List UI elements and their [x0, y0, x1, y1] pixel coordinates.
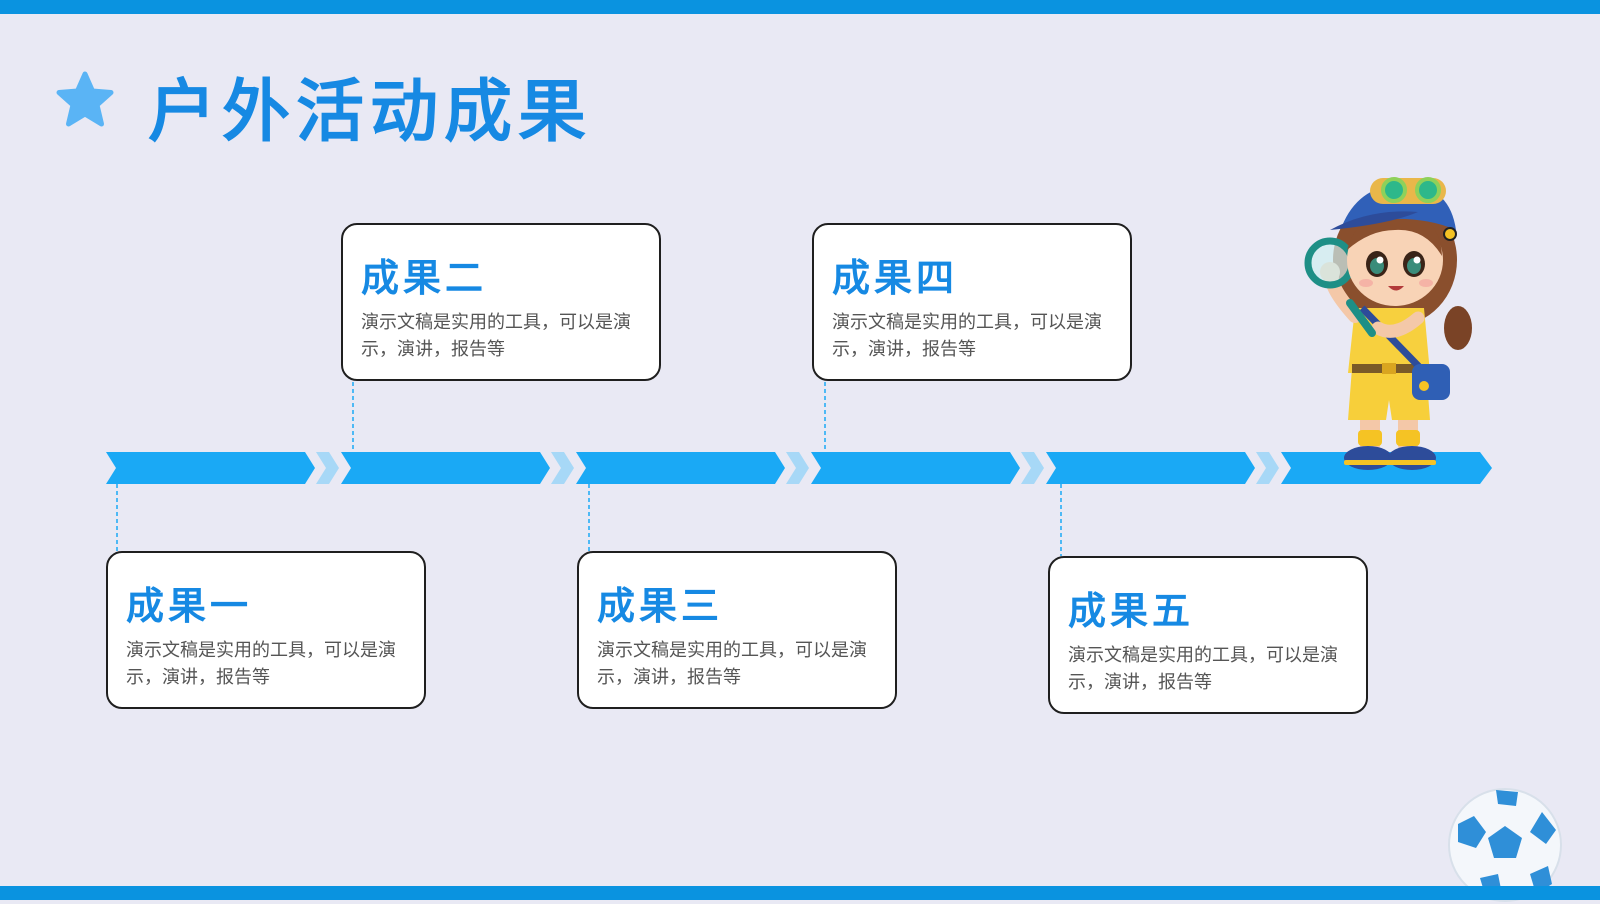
card-title: 成果五: [1068, 589, 1195, 633]
result-card-4: 成果四 演示文稿是实用的工具，可以是演示，演讲，报告等: [812, 223, 1132, 381]
arrow-segment-4: [811, 452, 1020, 484]
star-icon: [56, 71, 114, 127]
card-title: 成果三: [597, 584, 724, 628]
result-card-5: 成果五 演示文稿是实用的工具，可以是演示，演讲，报告等: [1048, 556, 1368, 714]
explorer-girl-illustration: [1304, 177, 1472, 470]
arrow-segment-5: [1046, 452, 1255, 484]
arrow-separator-4: [1021, 452, 1044, 484]
arrow-separator-2: [551, 452, 574, 484]
page-title: 户外活动成果: [148, 73, 593, 152]
arrow-segment-2: [341, 452, 550, 484]
card-title: 成果一: [126, 584, 253, 628]
bottom-accent-bar: [0, 886, 1600, 900]
arrow-segment-3: [576, 452, 785, 484]
result-card-2: 成果二 演示文稿是实用的工具，可以是演示，演讲，报告等: [341, 223, 661, 381]
arrow-separator-1: [316, 452, 339, 484]
arrow-separator-3: [786, 452, 809, 484]
card-text: 演示文稿是实用的工具，可以是演示，演讲，报告等: [832, 312, 1102, 360]
card-title: 成果四: [832, 256, 959, 300]
card-text: 演示文稿是实用的工具，可以是演示，演讲，报告等: [126, 640, 396, 688]
arrow-segment-1: [106, 452, 315, 484]
card-text: 演示文稿是实用的工具，可以是演示，演讲，报告等: [597, 640, 867, 688]
card-title: 成果二: [361, 256, 488, 300]
result-card-1: 成果一 演示文稿是实用的工具，可以是演示，演讲，报告等: [106, 551, 426, 709]
arrow-segment-6: [1281, 452, 1492, 484]
timeline-arrows: [106, 452, 1492, 484]
result-card-3: 成果三 演示文稿是实用的工具，可以是演示，演讲，报告等: [577, 551, 897, 709]
arrow-separator-5: [1256, 452, 1279, 484]
card-text: 演示文稿是实用的工具，可以是演示，演讲，报告等: [1068, 645, 1338, 693]
card-text: 演示文稿是实用的工具，可以是演示，演讲，报告等: [361, 312, 631, 360]
top-accent-bar: [0, 0, 1600, 14]
